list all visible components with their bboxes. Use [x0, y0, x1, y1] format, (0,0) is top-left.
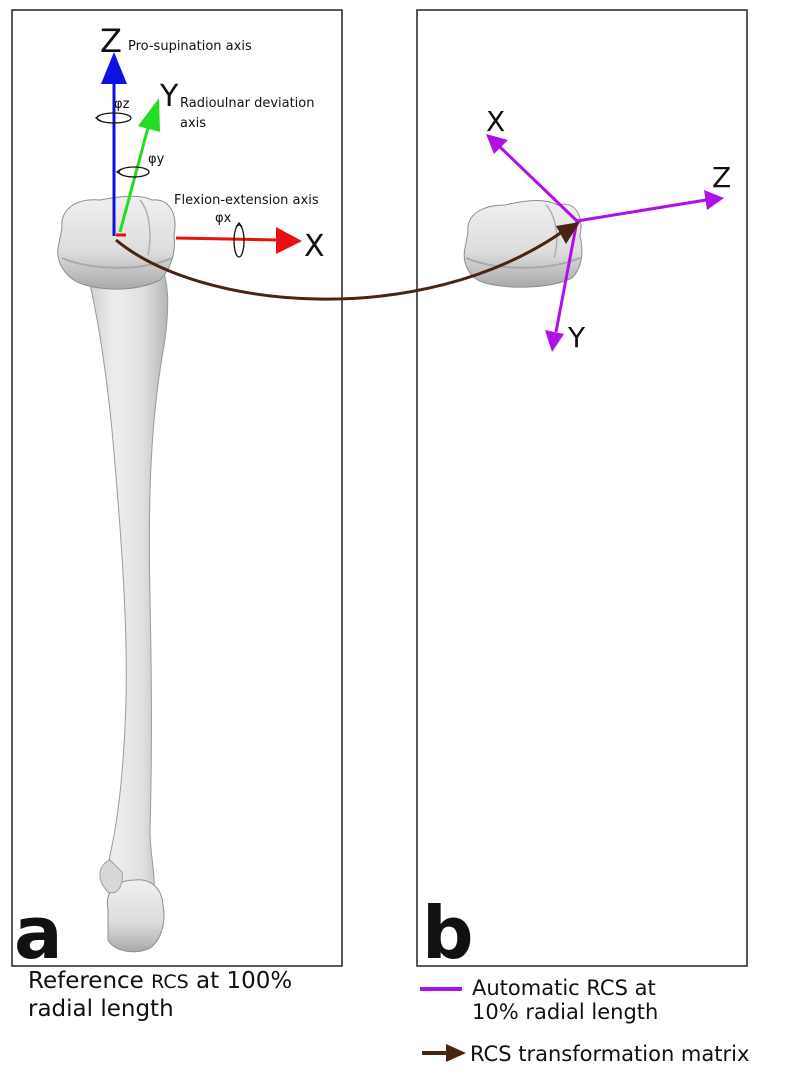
radius-bone: [58, 196, 175, 952]
legend-purple-line-icon: [420, 987, 462, 991]
z-axis-letter: Z: [100, 22, 122, 60]
panel-b-frame: [417, 10, 747, 966]
legend-automatic-line1: Automatic RCS at: [472, 976, 658, 1000]
z-rotation-label: φz: [114, 97, 130, 112]
x-axis-description: Flexion-extension axis: [174, 193, 319, 208]
legend-automatic-line2: 10% radial length: [472, 1000, 658, 1024]
panel-a-letter: a: [14, 891, 63, 975]
legend-transform-label: RCS transformation matrix: [470, 1042, 749, 1066]
x-axis-letter: X: [304, 229, 325, 264]
caption-percent: at 100%: [196, 968, 292, 994]
z-axis-description: Pro-supination axis: [128, 39, 252, 54]
legend-transformation-matrix: RCS transformation matrix: [420, 1042, 808, 1066]
y-axis-letter: Y: [159, 79, 179, 114]
panel-a-caption: Reference RCS at 100% radial length: [28, 968, 358, 1023]
y-axis-description-line2: axis: [180, 116, 206, 131]
caption-reference-word: Reference: [28, 968, 144, 994]
legend-brown-arrow-icon: [420, 1042, 468, 1064]
x-rotation-label: φx: [215, 211, 232, 226]
panel-b-letter: b: [422, 891, 474, 975]
auto-y-axis-letter: Y: [567, 321, 586, 354]
rotation-symbol-y: [117, 167, 149, 177]
legend-automatic-rcs: Automatic RCS at 10% radial length: [420, 976, 800, 1024]
panel-a-frame: [12, 10, 342, 966]
y-axis-description-line1: Radioulnar deviation: [180, 96, 315, 111]
auto-x-axis-letter: X: [486, 105, 505, 138]
y-rotation-label: φy: [148, 152, 165, 167]
caption-rcs-word: RCS: [151, 971, 189, 993]
caption-radial-length: radial length: [28, 996, 174, 1022]
auto-z-axis-letter: Z: [712, 161, 731, 194]
